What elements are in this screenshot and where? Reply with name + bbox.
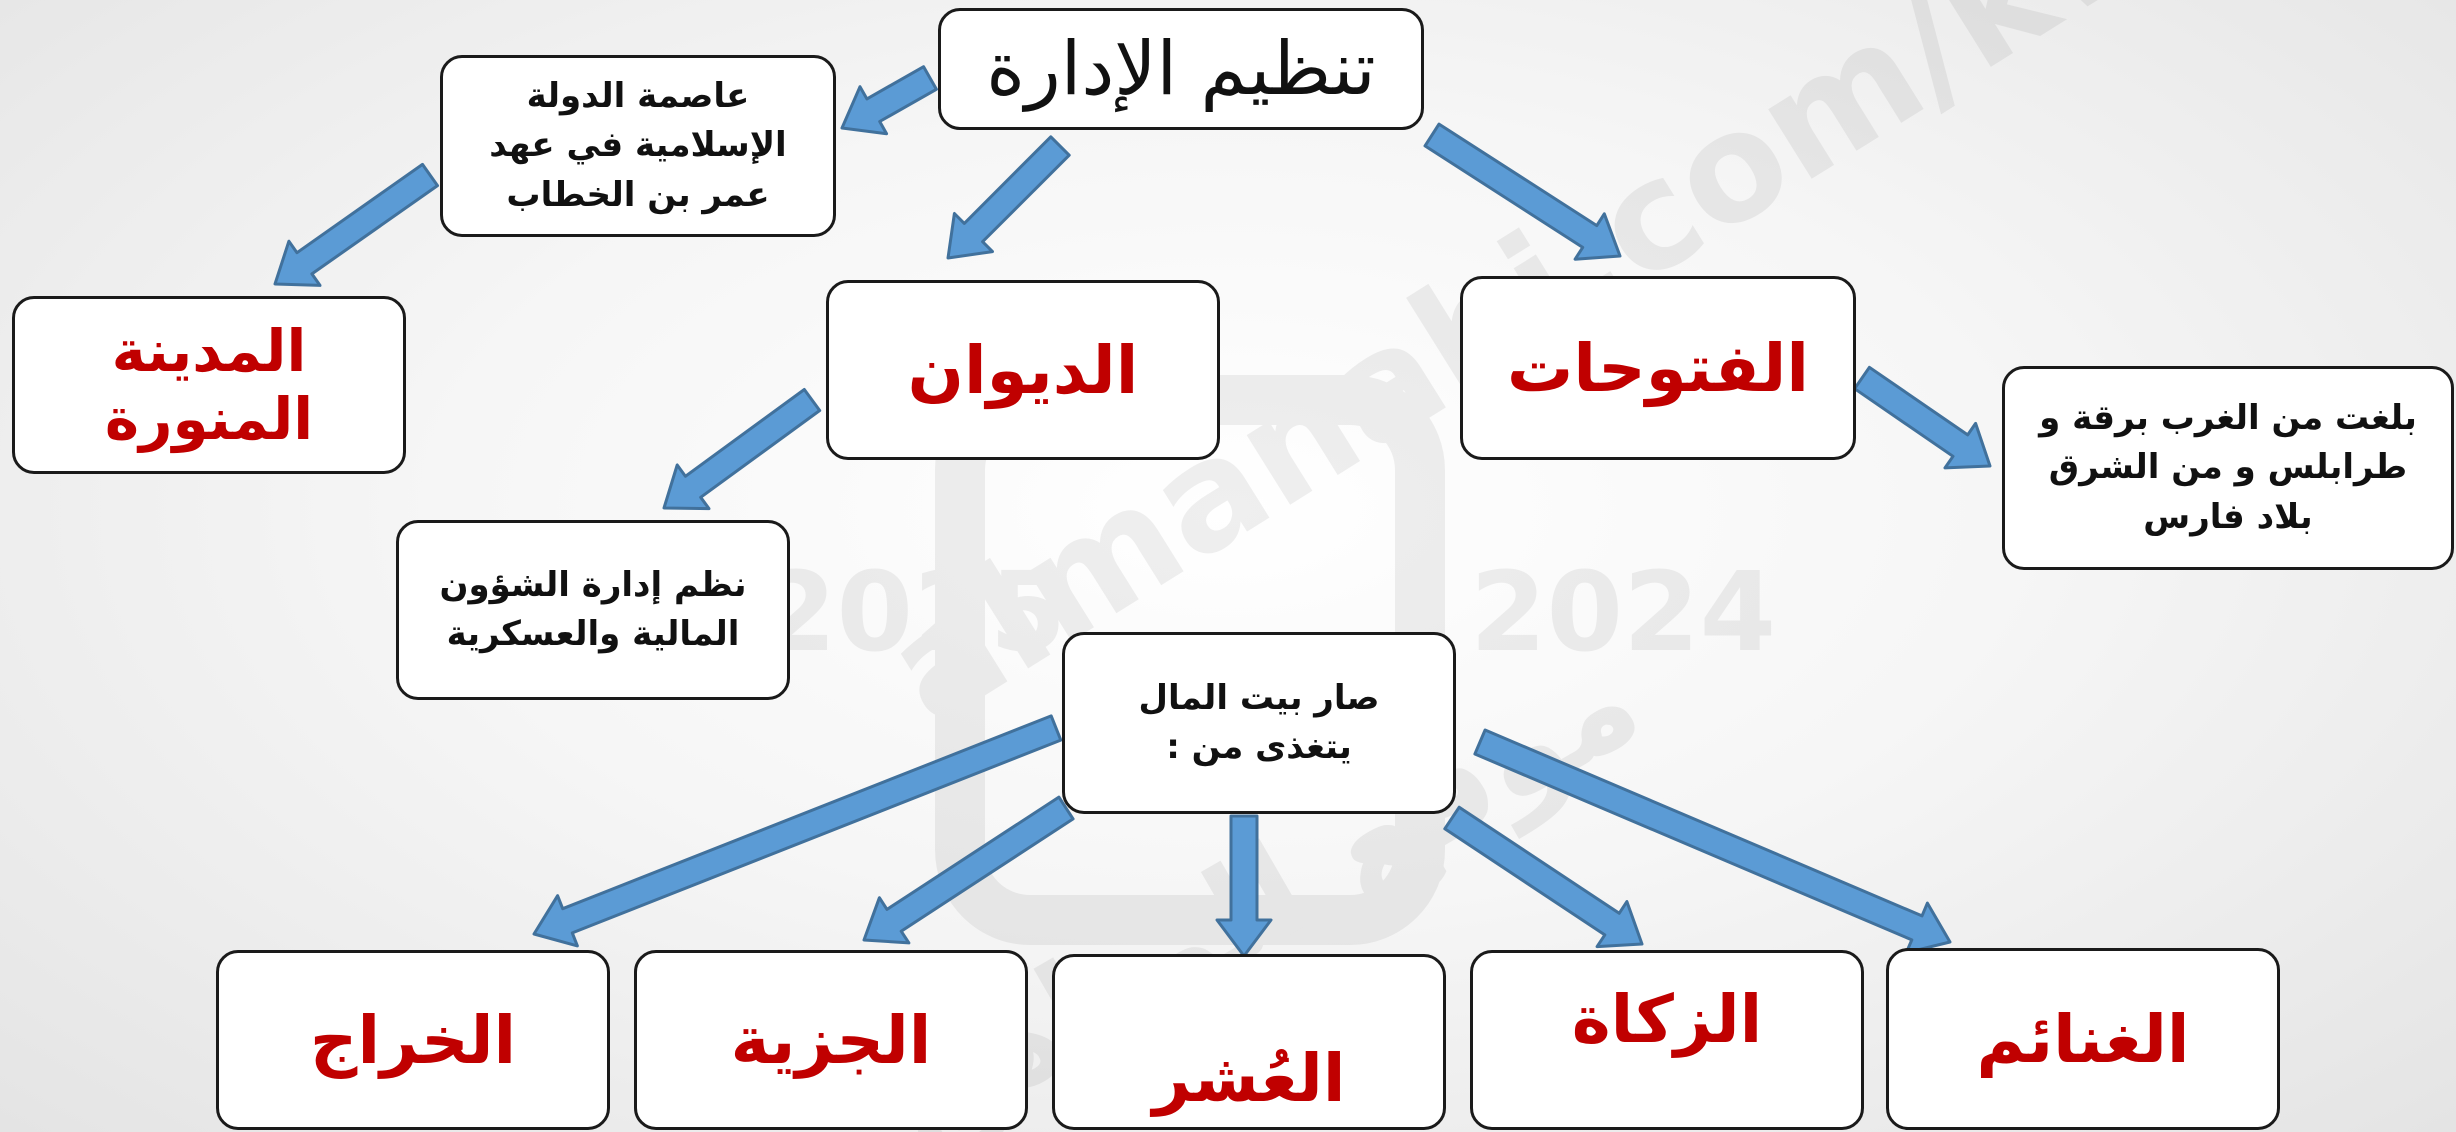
capital-text: المدينة المنورة: [104, 317, 314, 453]
watermark-year-right: 2024: [1470, 548, 1776, 676]
source-jizya-text: الجزية: [730, 1001, 932, 1079]
source-kharaj-text: الخراج: [309, 1001, 517, 1079]
source-ghanaim-box: الغنائم: [1886, 948, 2280, 1130]
capital-note-line-1: عاصمة الدولة: [526, 76, 750, 117]
capital-note-line-3: عمر بن الخطاب: [506, 174, 770, 215]
futuhat-note-box: بلغت من الغرب برقة و طرابلس و من الشرق ب…: [2002, 366, 2454, 570]
diwan-text: الديوان: [907, 331, 1139, 409]
capital-box: المدينة المنورة: [12, 296, 406, 474]
arrow-treasury-to-kharaj: [532, 714, 1063, 948]
source-zakat-text: الزكاة: [1571, 981, 1763, 1058]
arrow-treasury-to-jizya: [862, 795, 1075, 945]
diwan-note-box: نظم إدارة الشؤون المالية والعسكرية: [396, 520, 790, 700]
futuhat-box: الفتوحات: [1460, 276, 1856, 460]
diwan-box: الديوان: [826, 280, 1220, 460]
title-text: تنظيم الإدارة: [986, 26, 1376, 112]
arrow-title-to-capital-note: [840, 65, 938, 136]
diwan-note-line-2: المالية والعسكرية: [446, 614, 740, 654]
arrow-title-to-diwan: [946, 135, 1071, 260]
source-ghanaim-text: الغنائم: [1976, 1000, 2190, 1078]
arrow-capital-note-to-capital: [273, 162, 439, 287]
source-ushr-text: العُشر: [1152, 1040, 1346, 1117]
futuhat-note-line-1: بلغت من الغرب برقة و: [2039, 398, 2417, 439]
capital-note-line-2: الإسلامية في عهد: [489, 125, 787, 166]
treasury-note-line-1: صار بيت المال: [1138, 677, 1380, 718]
capital-note-box: عاصمة الدولة الإسلامية في عهد عمر بن الخ…: [440, 55, 836, 237]
futuhat-note-line-3: بلاد فارس: [2143, 496, 2313, 537]
source-zakat-box: الزكاة: [1470, 950, 1864, 1130]
arrow-treasury-to-ghanaim: [1473, 728, 1952, 955]
arrow-diwan-to-note: [662, 388, 822, 511]
futuhat-text: الفتوحات: [1507, 329, 1809, 407]
treasury-note-box: صار بيت المال يتغذى من :: [1062, 632, 1456, 814]
arrow-treasury-to-zakat: [1443, 805, 1644, 949]
title-box: تنظيم الإدارة: [938, 8, 1424, 130]
futuhat-note-line-2: طرابلس و من الشرق: [2048, 447, 2408, 488]
source-jizya-box: الجزية: [634, 950, 1028, 1130]
source-kharaj-box: الخراج: [216, 950, 610, 1130]
arrow-futuhat-to-note: [1853, 365, 1992, 470]
watermark-year-left: 2025: [760, 548, 1066, 676]
source-ushr-box: العُشر: [1052, 954, 1446, 1130]
arrow-title-to-futuhat: [1423, 122, 1622, 261]
diwan-note-line-1: نظم إدارة الشؤون: [439, 564, 747, 605]
arrow-treasury-to-ushr: [1215, 814, 1273, 958]
treasury-note-line-2: يتغذى من :: [1166, 727, 1352, 767]
